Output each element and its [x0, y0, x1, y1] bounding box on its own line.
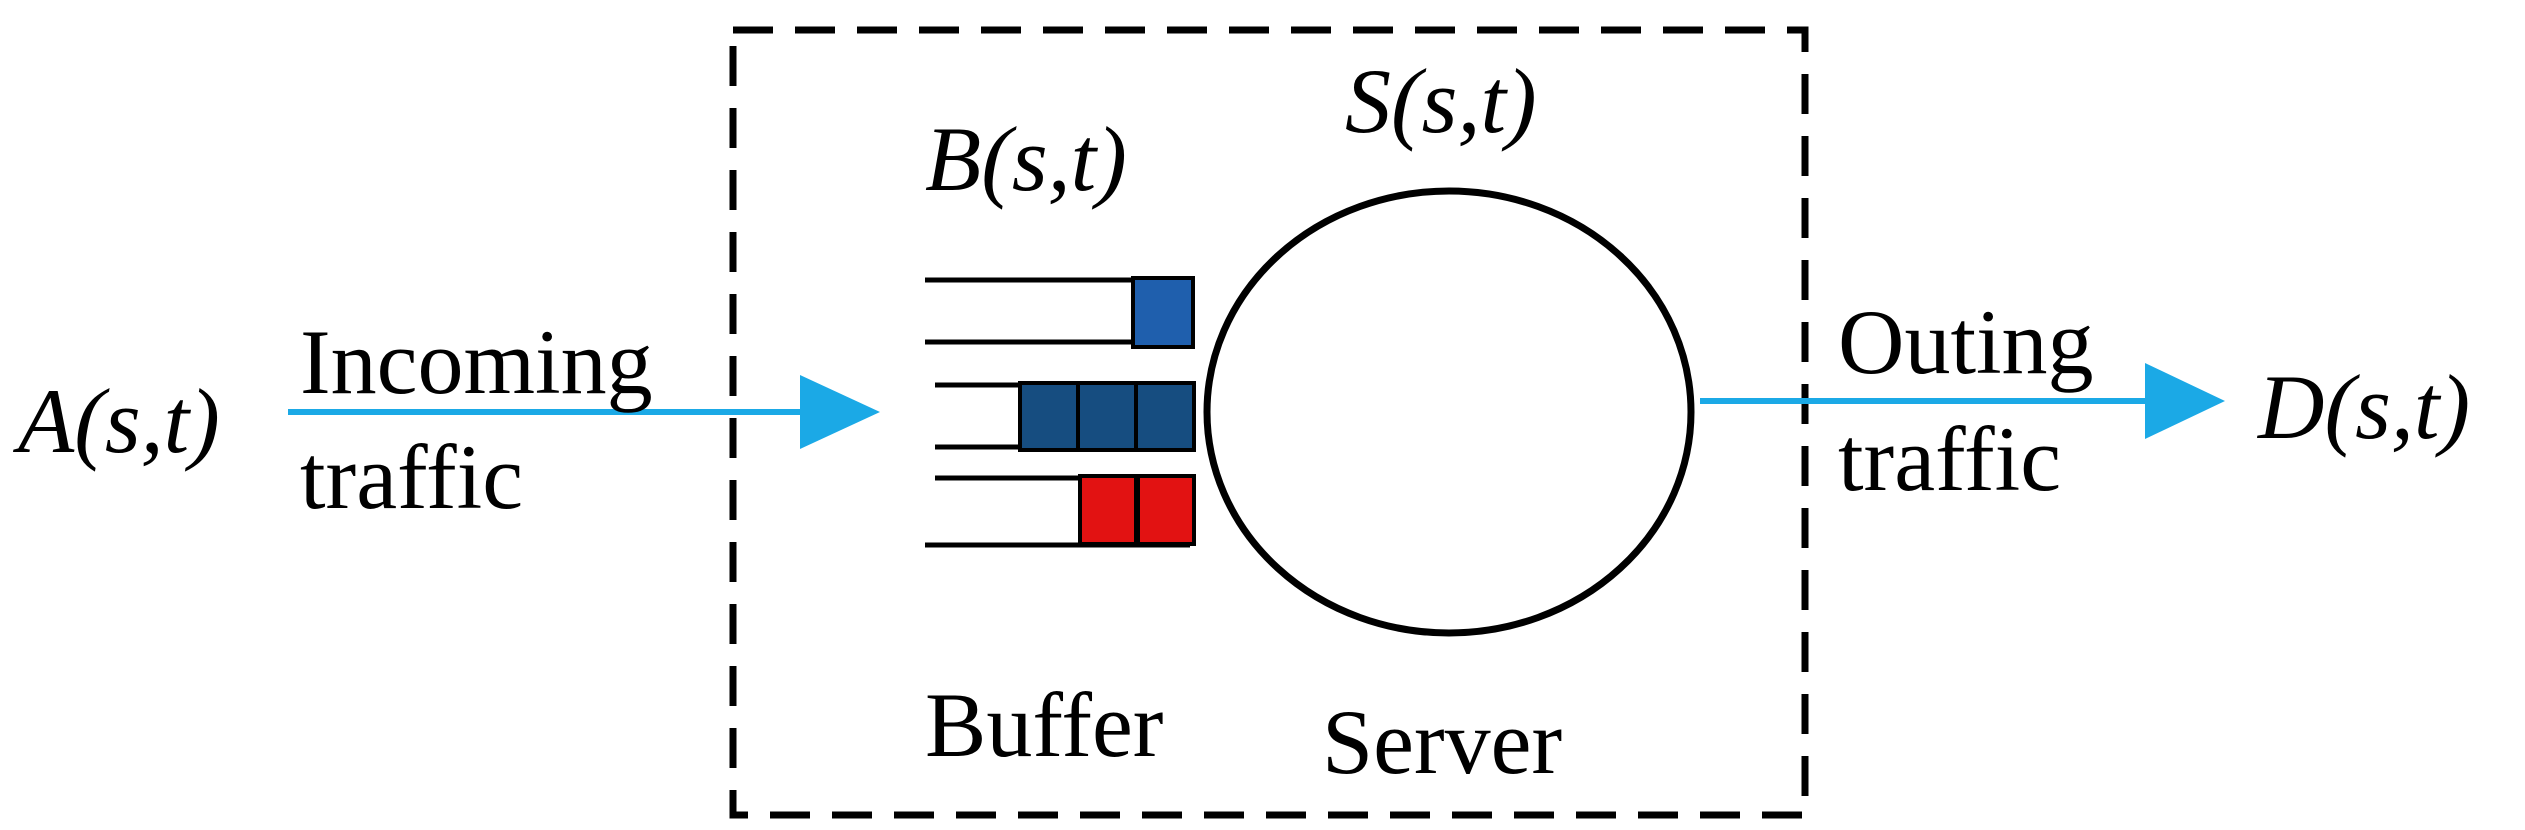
server-function-label: S(s,t) [1345, 50, 1537, 152]
outgoing-traffic-label-1: Outing [1838, 291, 2094, 393]
outgoing-arrow-head [2145, 363, 2225, 439]
incoming-arrow [288, 375, 880, 449]
system-boundary [729, 26, 1809, 819]
packet-blue [1134, 381, 1196, 452]
output-label: D(s,t) [2256, 356, 2470, 458]
buffer-function-label: B(s,t) [925, 108, 1127, 210]
packet-red [1078, 474, 1138, 546]
packet-blue [1018, 381, 1080, 452]
incoming-traffic-label-1: Incoming [300, 311, 653, 413]
packets [1018, 276, 1196, 546]
packet-red [1136, 474, 1196, 546]
incoming-traffic-label-2: traffic [300, 426, 523, 528]
incoming-arrow-head [800, 375, 880, 449]
input-label: A(s,t) [12, 370, 220, 472]
outgoing-traffic-label-2: traffic [1838, 408, 2061, 510]
outgoing-arrow [1700, 363, 2225, 439]
packet-blue [1076, 381, 1138, 452]
packet-blue [1131, 276, 1195, 349]
buffer-label: Buffer [925, 674, 1163, 776]
server-circle [1203, 187, 1695, 637]
server-label: Server [1322, 691, 1562, 793]
